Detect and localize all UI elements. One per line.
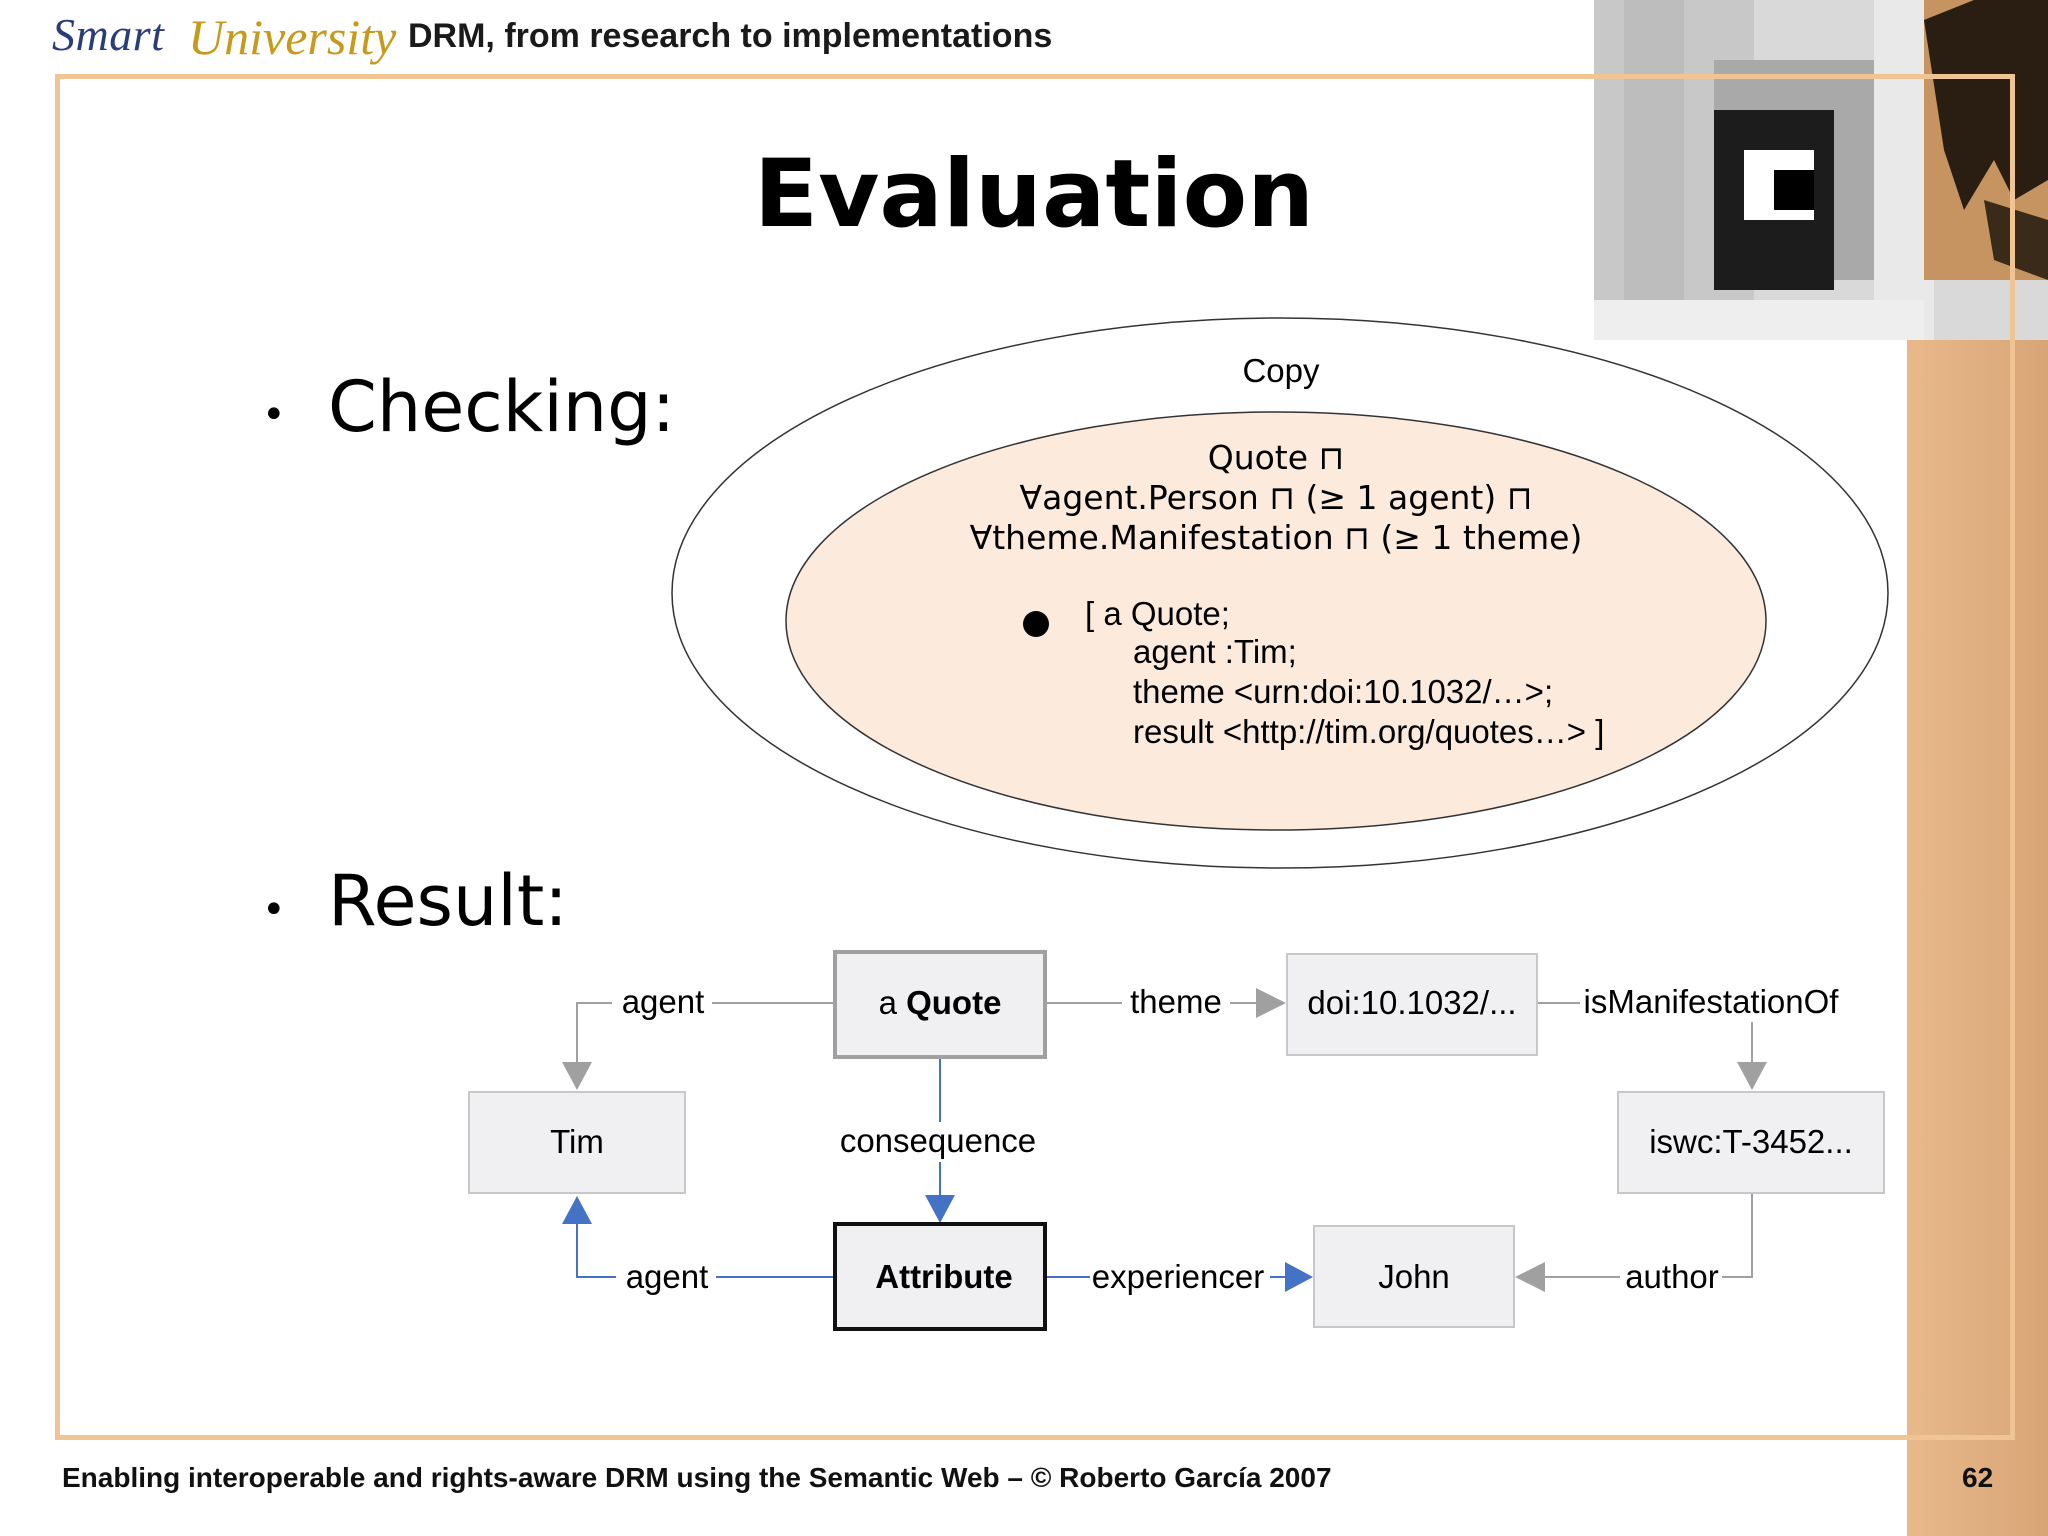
instance-dot <box>1023 611 1049 637</box>
edge-label-agent-top: agent <box>622 983 705 1020</box>
node-iswc-label: iswc:T-3452... <box>1649 1123 1853 1160</box>
slide-frame <box>55 74 2015 1440</box>
node-tim-label: Tim <box>550 1123 604 1160</box>
header-photo <box>1594 0 2048 340</box>
edge-label-experiencer: experiencer <box>1092 1258 1264 1295</box>
node-tim <box>468 1091 686 1194</box>
edge-agent-top-arrowhead <box>562 1062 592 1090</box>
quote-restriction-ellipse <box>785 411 1767 831</box>
bullet-result: Result: <box>328 860 568 942</box>
edge-agent-top-line <box>576 1002 835 1070</box>
header-tagline: DRM, from research to implementations <box>408 17 1053 55</box>
brand-university: University <box>188 9 397 65</box>
formula-line-2: ∀agent.Person ⊓ (≥ 1 agent) ⊓ <box>1020 478 1533 517</box>
instance-line-4: result <http://tim.org/quotes…> ] <box>1133 713 1604 750</box>
copy-label: Copy <box>1242 352 1320 389</box>
edge-label-theme: theme <box>1130 983 1222 1020</box>
instance-line-3: theme <urn:doi:10.1032/…>; <box>1133 673 1553 710</box>
edge-label-consequence: consequence <box>840 1122 1036 1159</box>
node-doi <box>1286 953 1538 1056</box>
edge-ismanifestation-arrowhead <box>1737 1062 1767 1090</box>
edge-label-author: author <box>1625 1258 1719 1295</box>
instance-line-1: [ a Quote; <box>1085 595 1230 632</box>
node-doi-label: doi:10.1032/... <box>1307 984 1516 1021</box>
edge-author-line <box>1540 1194 1753 1278</box>
page-number: 62 <box>1962 1462 1994 1493</box>
node-a-quote-label: a Quote <box>879 984 1002 1021</box>
node-a-quote <box>833 950 1047 1059</box>
slide-title: Evaluation <box>753 140 1315 249</box>
node-john <box>1313 1225 1515 1328</box>
bullet-dot: • <box>262 392 286 438</box>
edge-experiencer-arrowhead <box>1285 1262 1313 1292</box>
brand-smart: Smart <box>52 9 165 60</box>
node-john-label: John <box>1378 1258 1450 1295</box>
bullet-dot: • <box>262 887 286 933</box>
formula-line-3: ∀theme.Manifestation ⊓ (≥ 1 theme) <box>970 518 1583 557</box>
instance-line-2: agent :Tim; <box>1133 633 1297 670</box>
node-attribute-label: Attribute <box>875 1258 1012 1295</box>
edge-label-ismanifestationof: isManifestationOf <box>1584 983 1840 1020</box>
edge-consequence-arrowhead <box>925 1195 955 1223</box>
formula-line-1: Quote ⊓ <box>1208 438 1345 477</box>
node-attribute <box>833 1222 1047 1331</box>
edge-theme-arrowhead <box>1256 988 1286 1018</box>
edge-author-arrowhead <box>1515 1262 1545 1292</box>
footer-text: Enabling interoperable and rights-aware … <box>62 1462 1332 1493</box>
bullet-checking: Checking: <box>328 366 676 448</box>
edge-agent-bottom-line <box>576 1222 835 1278</box>
edge-agent-bottom-arrowhead <box>562 1196 592 1224</box>
edge-label-agent-bottom: agent <box>626 1258 709 1295</box>
node-iswc <box>1617 1091 1885 1194</box>
